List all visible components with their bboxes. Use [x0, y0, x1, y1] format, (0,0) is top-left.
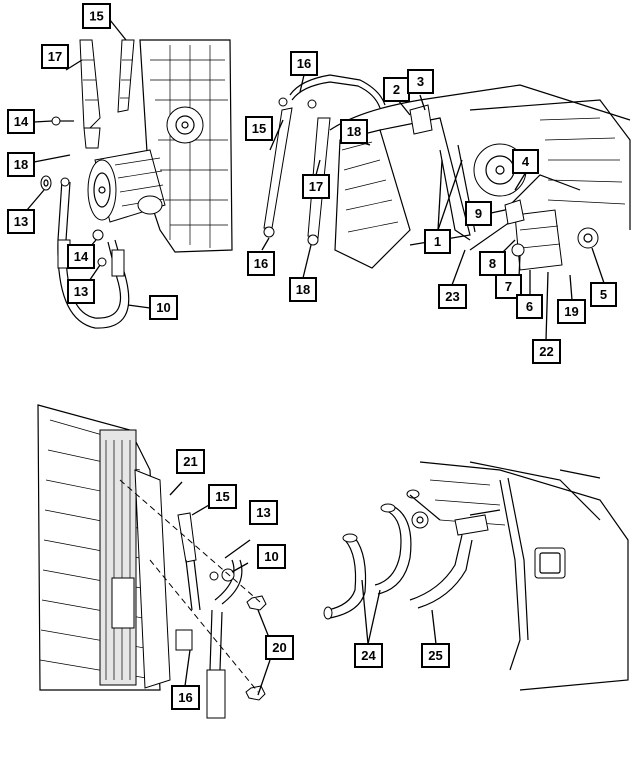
svg-text:6: 6: [526, 299, 533, 314]
svg-text:20: 20: [272, 640, 286, 655]
callout-3-enginebay: 3: [407, 69, 434, 94]
svg-text:13: 13: [256, 505, 270, 520]
callout-16-enginebay-top: 16: [290, 51, 318, 76]
svg-text:8: 8: [489, 256, 496, 271]
callout-21-condenser: 21: [176, 449, 205, 474]
callout-10-condenser: 10: [257, 544, 286, 569]
svg-text:18: 18: [14, 157, 28, 172]
svg-text:23: 23: [445, 289, 459, 304]
callout-9-enginebay: 9: [465, 201, 492, 226]
callout-15-condenser: 15: [208, 484, 237, 509]
callout-7-enginebay: 7: [495, 274, 522, 299]
callout-13-condenser: 13: [249, 500, 278, 525]
svg-text:7: 7: [505, 279, 512, 294]
svg-text:16: 16: [297, 56, 311, 71]
callout-15-enginebay: 15: [245, 116, 273, 141]
svg-text:21: 21: [183, 454, 197, 469]
callout-1-enginebay: 1: [424, 229, 451, 254]
svg-text:10: 10: [264, 549, 278, 564]
svg-text:10: 10: [156, 300, 170, 315]
callout-14-compressor: 14: [7, 109, 35, 134]
svg-text:2: 2: [393, 82, 400, 97]
callout-2-enginebay: 2: [383, 77, 410, 102]
callout-16-condenser: 16: [171, 685, 200, 710]
svg-text:16: 16: [178, 690, 192, 705]
callout-25-evaporator: 25: [421, 643, 450, 668]
callout-10-compressor: 10: [149, 295, 178, 320]
callout-6-enginebay: 6: [516, 294, 543, 319]
svg-text:22: 22: [539, 344, 553, 359]
svg-text:18: 18: [347, 124, 361, 139]
svg-text:17: 17: [48, 49, 62, 64]
svg-text:16: 16: [254, 256, 268, 271]
callout-8-enginebay: 8: [479, 251, 506, 276]
svg-text:1: 1: [434, 234, 441, 249]
svg-text:9: 9: [475, 206, 482, 221]
callout-20-condenser: 20: [265, 635, 294, 660]
callout-22-enginebay: 22: [532, 339, 561, 364]
svg-text:13: 13: [14, 214, 28, 229]
compressor-view: [26, 19, 233, 329]
callout-15-compressor: 15: [82, 3, 111, 29]
svg-text:15: 15: [252, 121, 266, 136]
svg-text:24: 24: [361, 648, 376, 663]
svg-text:25: 25: [428, 648, 442, 663]
callout-19-enginebay: 19: [557, 299, 586, 324]
callout-18-compressor: 18: [7, 152, 35, 177]
svg-text:14: 14: [74, 249, 89, 264]
callout-14-compressor-lower: 14: [67, 244, 95, 269]
callout-17-enginebay: 17: [302, 174, 330, 199]
callout-23-enginebay: 23: [438, 284, 467, 309]
callout-16-enginebay-lower: 16: [247, 251, 275, 276]
callout-18-enginebay-lower: 18: [289, 277, 317, 302]
svg-text:15: 15: [215, 489, 229, 504]
svg-text:19: 19: [564, 304, 578, 319]
svg-text:5: 5: [600, 287, 607, 302]
callout-4-enginebay: 4: [512, 149, 539, 174]
svg-text:17: 17: [309, 179, 323, 194]
svg-text:4: 4: [522, 154, 530, 169]
svg-text:15: 15: [89, 9, 103, 24]
condenser-view: [37, 404, 271, 719]
callout-24-evaporator: 24: [354, 643, 383, 668]
callout-5-enginebay: 5: [590, 282, 617, 307]
callout-17-compressor: 17: [41, 44, 69, 69]
svg-text:3: 3: [417, 74, 424, 89]
svg-text:13: 13: [74, 284, 88, 299]
evaporator-view: [323, 461, 629, 691]
callout-13-compressor-lower: 13: [67, 279, 95, 304]
callout-18-enginebay-top: 18: [340, 119, 368, 144]
svg-text:18: 18: [296, 282, 310, 297]
svg-text:14: 14: [14, 114, 29, 129]
callout-13-compressor: 13: [7, 209, 35, 234]
